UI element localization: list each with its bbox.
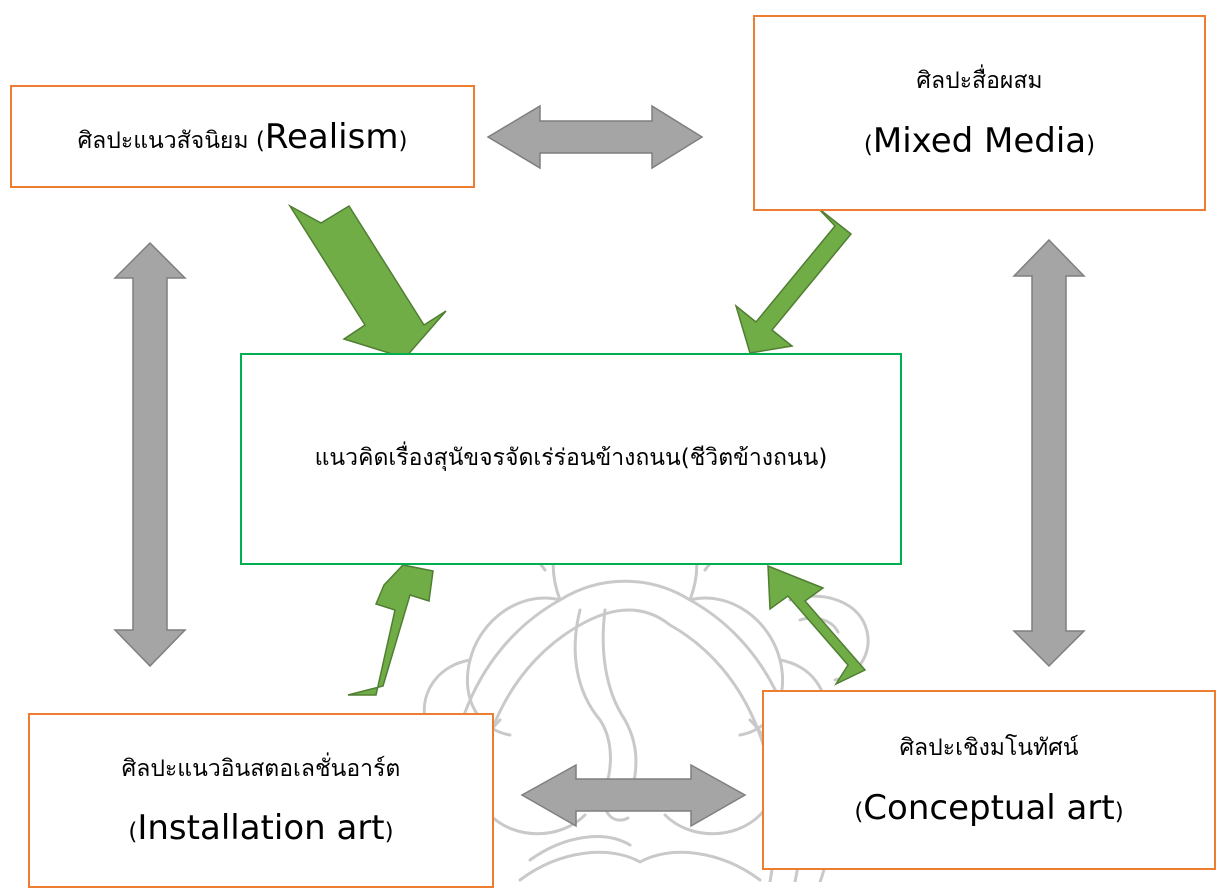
conceptual-english-line: (Conceptual art) xyxy=(854,791,1123,825)
installation-english: Installation art xyxy=(137,808,385,849)
mixed-media-close: ) xyxy=(1086,131,1096,158)
green-arrow-installation-to-center xyxy=(347,564,434,696)
installation-box: ศิลปะแนวอินสตอเลชั่นอาร์ต (Installation … xyxy=(28,713,494,888)
gray-double-arrow-left xyxy=(113,241,187,668)
installation-open: ( xyxy=(128,819,138,846)
gray-double-arrow-bottom xyxy=(520,763,747,828)
mixed-media-english: Mixed Media xyxy=(872,120,1087,161)
conceptual-english: Conceptual art xyxy=(863,787,1115,828)
mixed-media-box: ศิลปะสื่อผสม (Mixed Media) xyxy=(753,15,1206,211)
realism-english: Realism xyxy=(264,116,399,157)
conceptual-open: ( xyxy=(854,798,864,825)
conceptual-thai: ศิลปะเชิงมโนทัศน์ xyxy=(899,735,1079,762)
gray-double-arrow-right xyxy=(1012,238,1086,668)
green-arrow-conceptual-to-center xyxy=(767,564,867,686)
green-arrow-realism-to-center xyxy=(287,203,447,359)
center-concept-text: แนวคิดเรื่องสุนัขจรจัดเร่ร่อนข้างถนน(ชีว… xyxy=(314,445,828,472)
realism-close: ) xyxy=(398,127,408,154)
mixed-media-open: ( xyxy=(863,131,873,158)
mixed-media-english-line: (Mixed Media) xyxy=(864,124,1095,158)
center-concept-box: แนวคิดเรื่องสุนัขจรจัดเร่ร่อนข้างถนน(ชีว… xyxy=(240,353,902,565)
green-arrow-mixed-to-center xyxy=(734,207,853,354)
installation-english-line: (Installation art) xyxy=(128,811,393,845)
conceptual-box: ศิลปะเชิงมโนทัศน์ (Conceptual art) xyxy=(762,690,1216,870)
realism-label: ศิลปะแนวสัจนิยม (Realism) xyxy=(78,117,408,157)
realism-thai: ศิลปะแนวสัจนิยม ( xyxy=(77,127,265,154)
conceptual-close: ) xyxy=(1114,798,1124,825)
gray-double-arrow-top xyxy=(486,104,704,170)
installation-thai: ศิลปะแนวอินสตอเลชั่นอาร์ต xyxy=(121,755,401,782)
realism-box: ศิลปะแนวสัจนิยม (Realism) xyxy=(10,85,475,188)
installation-close: ) xyxy=(384,819,394,846)
mixed-media-thai: ศิลปะสื่อผสม xyxy=(916,68,1043,95)
